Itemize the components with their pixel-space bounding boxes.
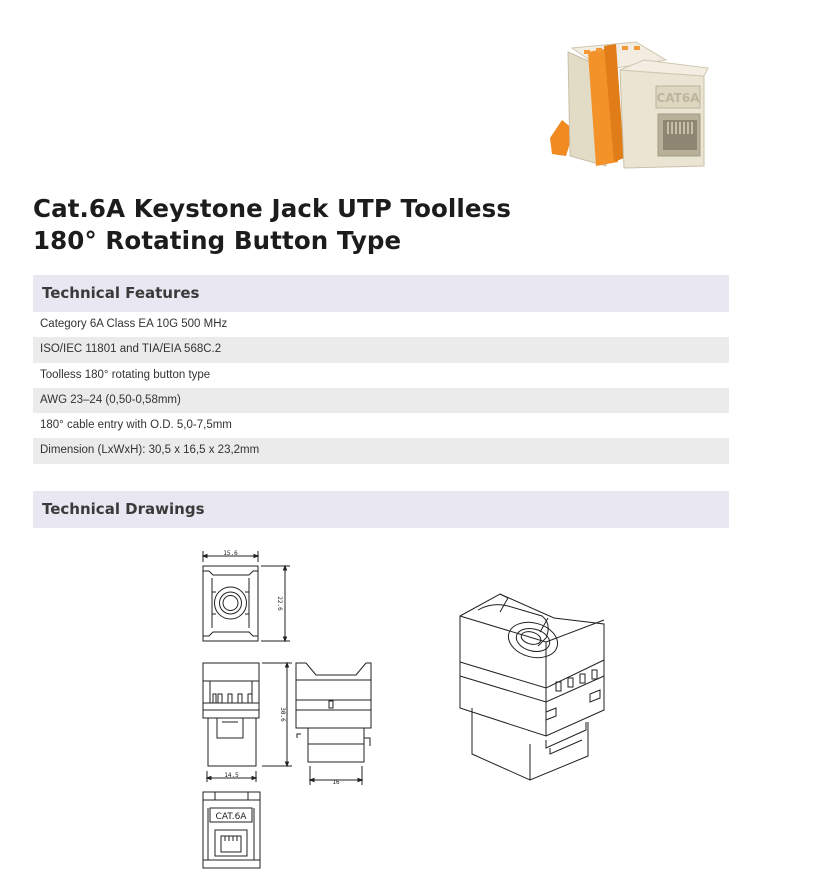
technical-features-header: Technical Features (33, 275, 729, 312)
feature-item: AWG 23–24 (0,50-0,58mm) (33, 387, 729, 414)
product-photo: CAT6A (550, 41, 709, 169)
dim-height-top: 22.6 (276, 596, 283, 611)
dim-length-side: 30.6 (279, 707, 286, 722)
drawing-isometric-view (459, 593, 605, 781)
drawing-top-view: 15.6 22.6 (201, 550, 290, 643)
feature-item: Toolless 180° rotating button type (40, 368, 211, 381)
feature-item: Category 6A Class EA 10G 500 MHz (40, 318, 228, 330)
product-title: Cat.6A Keystone Jack UTP Toolless 180° R… (33, 193, 511, 257)
drawing-jack-label: CAT.6A (216, 812, 248, 822)
drawing-port-view: CAT.6A (202, 791, 261, 869)
dim-side-bottom: 16 (332, 779, 340, 786)
dim-width-top: 15.6 (223, 550, 238, 557)
product-title-line2: 180° Rotating Button Type (33, 226, 402, 255)
photo-jack-label: CAT6A (657, 91, 701, 105)
drawing-front-view: 14.5 30.6 (202, 661, 292, 782)
dim-width-front: 14.5 (224, 772, 239, 779)
feature-item: 180° cable entry with O.D. 5,0-7,5mm (40, 419, 232, 432)
feature-item: Dimension (LxWxH): 30,5 x 16,5 x 23,2mm (33, 438, 729, 464)
feature-item: ISO/IEC 11801 and TIA/EIA 568C.2 (33, 337, 729, 363)
drawing-side-view: 16 (295, 662, 372, 786)
product-title-line1: Cat.6A Keystone Jack UTP Toolless (33, 194, 512, 223)
technical-drawings-header: Technical Drawings (33, 491, 729, 528)
features-list: Category 6A Class EA 10G 500 MHz ISO/IEC… (33, 312, 729, 464)
